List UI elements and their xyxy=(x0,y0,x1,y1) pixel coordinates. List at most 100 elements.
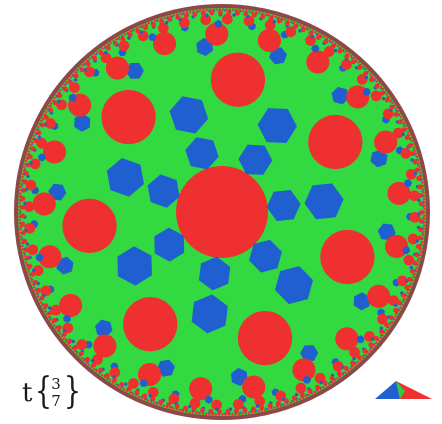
heptagon-tile xyxy=(229,8,231,10)
heptagon-tile xyxy=(205,9,207,11)
heptagon-tile xyxy=(84,66,95,77)
heptagon-tile xyxy=(287,19,289,21)
heptagon-tile xyxy=(34,132,36,134)
heptagon-tile xyxy=(74,350,76,352)
heptagon-tile xyxy=(320,34,322,36)
heptagon-tile xyxy=(153,402,155,404)
heptagon-tile xyxy=(130,30,132,32)
heptagon-tile xyxy=(314,391,316,393)
heptagon-tile xyxy=(31,141,33,143)
heptagon-tile xyxy=(274,15,276,17)
heptagon-tile xyxy=(411,279,413,281)
heptagon-tile xyxy=(211,53,265,107)
heptagon-tile xyxy=(28,150,30,152)
heptagon-tile xyxy=(63,84,65,86)
heptagon-tile xyxy=(423,211,425,213)
heptagon-tile xyxy=(401,303,403,305)
heptagon-tile xyxy=(362,66,364,68)
heptagon-tile xyxy=(386,93,388,95)
heptagon-tile xyxy=(135,394,137,396)
heptagon-tile xyxy=(36,138,47,149)
heptagon-tile xyxy=(115,383,117,385)
heptagon-tile xyxy=(91,55,93,57)
heptagon-tile xyxy=(196,10,198,12)
heptagon-tile xyxy=(19,199,21,201)
heptagon-tile xyxy=(40,301,42,303)
heptagon-tile xyxy=(420,172,422,174)
heptagon-tile xyxy=(101,47,103,49)
heptagon-tile xyxy=(417,159,419,161)
heptagon-tile xyxy=(317,33,319,35)
heptagon-tile xyxy=(106,46,111,51)
heptagon-tile xyxy=(410,282,412,284)
heptagon-tile xyxy=(78,355,80,357)
heptagon-tile xyxy=(265,13,267,15)
heptagon-tile xyxy=(401,148,412,159)
heptagon-tile xyxy=(120,387,122,389)
heptagon-tile xyxy=(422,185,424,187)
heptagon-tile xyxy=(163,405,165,407)
heptagon-tile xyxy=(195,412,197,414)
heptagon-tile xyxy=(93,368,95,370)
heptagon-tile xyxy=(83,359,85,361)
heptagon-tile xyxy=(412,143,414,145)
schlafli-notation: t { 3 7 } xyxy=(22,372,82,416)
heptagon-tile xyxy=(277,405,279,407)
heptagon-tile xyxy=(24,247,29,252)
heptagon-tile xyxy=(141,397,143,399)
heptagon-tile xyxy=(101,374,103,376)
heptagon-tile xyxy=(423,201,425,203)
heptagon-tile xyxy=(352,365,354,367)
heptagon-tile xyxy=(388,96,390,98)
heptagon-tile xyxy=(215,413,217,415)
heptagon-tile xyxy=(232,9,234,11)
heptagon-tile xyxy=(409,285,411,287)
heptagon-tile xyxy=(199,9,201,11)
heptagon-tile xyxy=(150,401,152,403)
heptagon-tile xyxy=(419,168,421,170)
heptagon-tile xyxy=(408,134,410,136)
heptagon-tile xyxy=(29,277,31,279)
heptagon-tile xyxy=(59,294,82,317)
heptagon-tile xyxy=(258,29,281,52)
heptagon-tile xyxy=(117,385,119,387)
heptagon-tile xyxy=(418,257,420,259)
heptagon-tile xyxy=(109,380,111,382)
heptagon-tile xyxy=(81,64,83,66)
heptagon-tile xyxy=(334,43,336,45)
heptagon-tile xyxy=(160,18,162,20)
heptagon-tile xyxy=(169,407,171,409)
heptagon-tile xyxy=(367,285,390,308)
heptagon-tile xyxy=(417,162,419,164)
heptagon-tile xyxy=(423,208,425,210)
heptagon-tile xyxy=(254,411,256,413)
heptagon-tile xyxy=(27,244,38,255)
heptagon-tile xyxy=(22,251,24,253)
heptagon-tile xyxy=(37,126,39,128)
heptagon-tile xyxy=(119,40,130,51)
heptagon-tile xyxy=(371,347,373,349)
heptagon-tile xyxy=(96,51,98,53)
heptagon-tile xyxy=(378,83,380,85)
heptagon-tile xyxy=(296,399,298,401)
heptagon-tile xyxy=(24,258,26,260)
heptagon-tile xyxy=(391,321,393,323)
heptagon-tile xyxy=(417,260,419,262)
heptagon-tile xyxy=(396,312,398,314)
heptagon-tile xyxy=(50,102,52,104)
heptagon-tile xyxy=(244,412,246,414)
heptagon-tile xyxy=(270,407,272,409)
heptagon-tile xyxy=(398,309,400,311)
heptagon-tile xyxy=(379,337,381,339)
heptagon-tile xyxy=(308,28,310,30)
heptagon-tile xyxy=(218,413,220,415)
heptagon-tile xyxy=(25,264,27,266)
heptagon-tile xyxy=(36,288,41,293)
heptagon-tile xyxy=(185,410,187,412)
heptagon-tile xyxy=(423,198,425,200)
heptagon-tile xyxy=(420,247,422,249)
heptagon-tile xyxy=(423,224,425,226)
heptagon-tile xyxy=(290,20,292,22)
heptagon-tile xyxy=(19,192,21,194)
